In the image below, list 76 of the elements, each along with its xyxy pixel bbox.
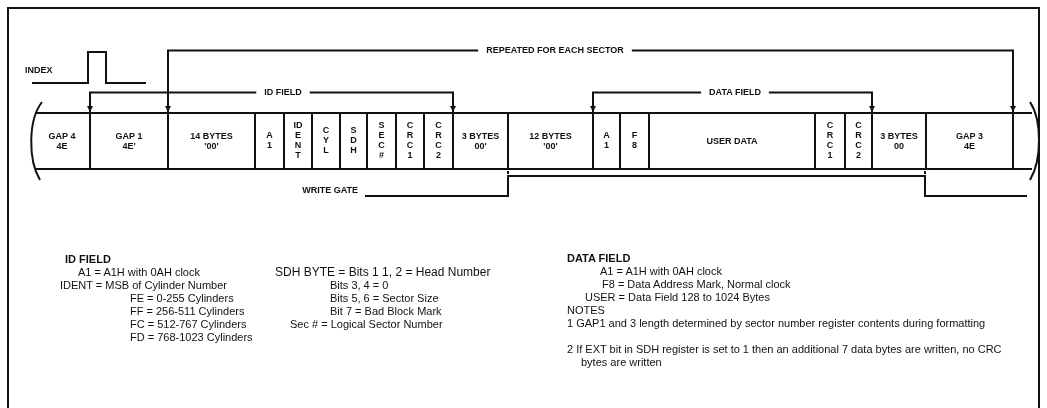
definition-text: Bits 3, 4 = 0 bbox=[330, 279, 389, 292]
definition-text: IDENT = MSB of Cylinder Number bbox=[60, 279, 227, 292]
track-field-cell bbox=[254, 112, 285, 170]
field-text: 4E bbox=[964, 141, 975, 152]
field-text: 4E' bbox=[122, 141, 136, 152]
field-text: 3 BYTES bbox=[880, 130, 918, 141]
field-text: CRC1 bbox=[405, 121, 415, 161]
track-field-cell bbox=[592, 112, 621, 170]
definition-text: SDH BYTE = Bits 1 1, 2 = Head Number bbox=[275, 266, 491, 279]
field-text: 3 BYTES bbox=[461, 130, 500, 141]
definition-text: Bits 5, 6 = Sector Size bbox=[330, 292, 439, 305]
track-end-cell bbox=[1012, 112, 1032, 170]
track-field-cell bbox=[619, 112, 650, 170]
track-field-cell bbox=[167, 112, 256, 170]
field-text: 14 BYTES bbox=[190, 130, 233, 141]
field-text: GAP 1 bbox=[115, 130, 143, 141]
field-text: 4E bbox=[56, 141, 68, 152]
track-field-cell bbox=[814, 112, 846, 170]
track-field-cell bbox=[844, 112, 873, 170]
definition-text: Bit 7 = Bad Block Mark bbox=[330, 305, 442, 318]
field-text: CRC2 bbox=[434, 121, 443, 161]
bracket-label: REPEATED FOR EACH SECTOR bbox=[486, 45, 624, 56]
field-text: GAP 4 bbox=[48, 130, 76, 141]
field-text: USER DATA bbox=[706, 135, 758, 147]
track-field-cell bbox=[423, 112, 454, 170]
track-field-cell bbox=[871, 112, 927, 170]
arrow bbox=[87, 91, 258, 113]
field-text: F8 bbox=[630, 131, 639, 151]
definition-text: FD = 768-1023 Cylinders bbox=[130, 331, 253, 344]
track-field-cell bbox=[507, 112, 594, 170]
signal-label: INDEX bbox=[25, 64, 53, 77]
track-field-cell bbox=[35, 112, 91, 170]
field-text: SEC# bbox=[377, 121, 386, 161]
note-text: 2 If EXT bit in SDH register is set to 1 then an additional 7 data bytes are written, no CRC bytes are written bbox=[567, 343, 1003, 369]
field-text: 12 BYTES bbox=[529, 130, 572, 141]
field-text: A1 bbox=[602, 131, 611, 151]
field-text: SDH bbox=[349, 126, 358, 156]
track-field-cell bbox=[925, 112, 1014, 170]
definition-text: A1 = A1H with 0AH clock bbox=[78, 266, 200, 279]
track-field-cell bbox=[311, 112, 341, 170]
bracket-label: ID FIELD bbox=[264, 87, 302, 98]
field-text: GAP 3 bbox=[956, 130, 983, 141]
field-text: '00' bbox=[543, 141, 558, 152]
definition-text: F8 = Data Address Mark, Normal clock bbox=[602, 278, 791, 291]
field-text: IDENT bbox=[293, 121, 303, 161]
field-text: CRC1 bbox=[825, 121, 835, 161]
field-text: CRC2 bbox=[854, 121, 863, 161]
definition-text: Sec # = Logical Sector Number bbox=[290, 318, 443, 331]
track-field-cell bbox=[366, 112, 397, 170]
arrow bbox=[767, 91, 875, 113]
arrow bbox=[165, 49, 480, 113]
arrow bbox=[590, 91, 703, 113]
arrow bbox=[630, 49, 1016, 113]
track-field-cell bbox=[452, 112, 509, 170]
arrow bbox=[308, 91, 456, 113]
field-text: A1 bbox=[265, 131, 274, 151]
note-text: 1 GAP1 and 3 length determined by sector number register contents during formatting bbox=[567, 317, 987, 330]
signal-label: WRITE GATE bbox=[302, 184, 358, 197]
section-heading: ID FIELD bbox=[65, 253, 111, 266]
field-text: '00' bbox=[204, 141, 219, 152]
track-field-cell bbox=[395, 112, 425, 170]
section-heading: DATA FIELD bbox=[567, 252, 631, 265]
track-field-cell bbox=[89, 112, 169, 170]
track-field-cell bbox=[648, 112, 816, 170]
track-field-cell bbox=[339, 112, 368, 170]
field-text: 00' bbox=[474, 141, 487, 152]
definition-text: USER = Data Field 128 to 1024 Bytes bbox=[585, 291, 770, 304]
field-text: CYL bbox=[321, 126, 331, 156]
definition-text: A1 = A1H with 0AH clock bbox=[600, 265, 722, 278]
definition-text: FE = 0-255 Cylinders bbox=[130, 292, 234, 305]
definition-text: FF = 256-511 Cylinders bbox=[130, 305, 245, 318]
field-text: 00 bbox=[894, 141, 904, 152]
track-field-cell bbox=[283, 112, 313, 170]
definition-text: FC = 512-767 Cylinders bbox=[130, 318, 247, 331]
definition-text: NOTES bbox=[567, 304, 605, 317]
bracket-label: DATA FIELD bbox=[709, 87, 761, 98]
